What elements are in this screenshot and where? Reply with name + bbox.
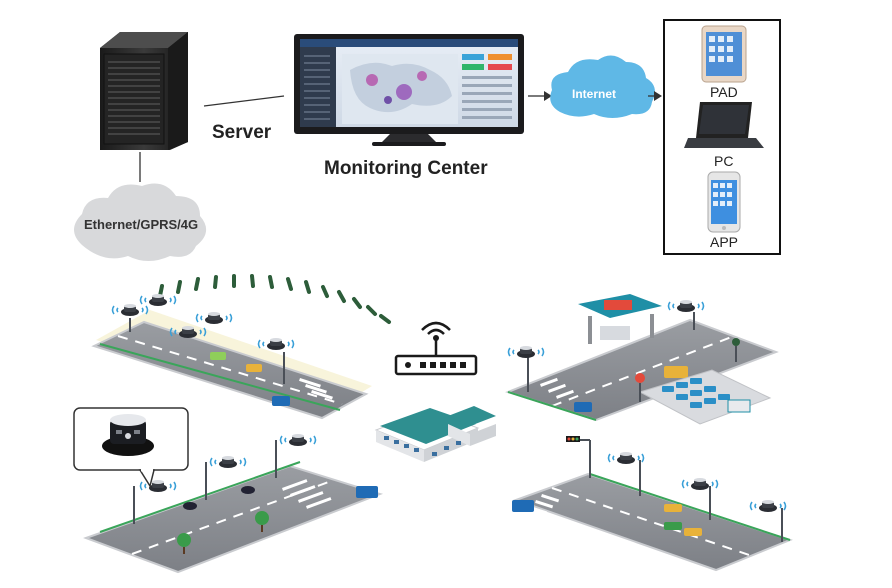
signal-arc bbox=[158, 274, 391, 324]
street-lamp-icon bbox=[507, 345, 545, 392]
street-lamp-icon bbox=[205, 455, 247, 500]
parking-lot bbox=[635, 338, 751, 413]
laptop-icon bbox=[684, 102, 764, 148]
arrow-icon bbox=[544, 91, 552, 101]
server-monitor-link bbox=[203, 95, 285, 107]
pc-label: PC bbox=[714, 153, 734, 169]
lamp-controller-icon bbox=[102, 414, 154, 456]
street-lamp-icon bbox=[275, 433, 317, 478]
cloud-icon bbox=[550, 55, 655, 118]
monitoring-center-label: Monitoring Center bbox=[324, 158, 488, 179]
street-lamp-icon bbox=[749, 499, 787, 542]
wifi-router-icon bbox=[394, 321, 478, 376]
server-label: Server bbox=[212, 122, 272, 143]
street-lamp-icon bbox=[681, 477, 719, 520]
tablet-icon bbox=[701, 25, 747, 83]
app-label: APP bbox=[710, 234, 739, 250]
building-icon bbox=[374, 406, 496, 462]
street-lamp-icon bbox=[111, 303, 149, 332]
street-lamp-icon bbox=[133, 479, 177, 524]
internet-label: Internet bbox=[572, 87, 617, 101]
street-lamp-icon bbox=[607, 451, 645, 496]
server-rack-icon bbox=[100, 32, 188, 150]
gas-station-icon bbox=[578, 294, 662, 344]
network-label: Ethernet/GPRS/4G bbox=[84, 217, 199, 232]
network-cloud-icon bbox=[74, 183, 207, 261]
road-top-right bbox=[505, 318, 779, 425]
pad-label: PAD bbox=[710, 84, 738, 100]
street-lamp-icon bbox=[195, 311, 233, 325]
road-top-left bbox=[91, 310, 372, 420]
arrow-icon bbox=[654, 91, 662, 101]
monitor-icon bbox=[294, 34, 524, 146]
smartphone-icon bbox=[707, 171, 741, 233]
street-lamp-icon bbox=[139, 293, 177, 307]
traffic-signal bbox=[566, 436, 591, 478]
street-lamp-icon bbox=[257, 337, 295, 384]
lamp-controller-callout bbox=[73, 407, 189, 488]
road-bottom-left bbox=[83, 461, 384, 574]
road-bottom-right bbox=[512, 472, 793, 572]
street-lamp-icon bbox=[667, 299, 705, 330]
